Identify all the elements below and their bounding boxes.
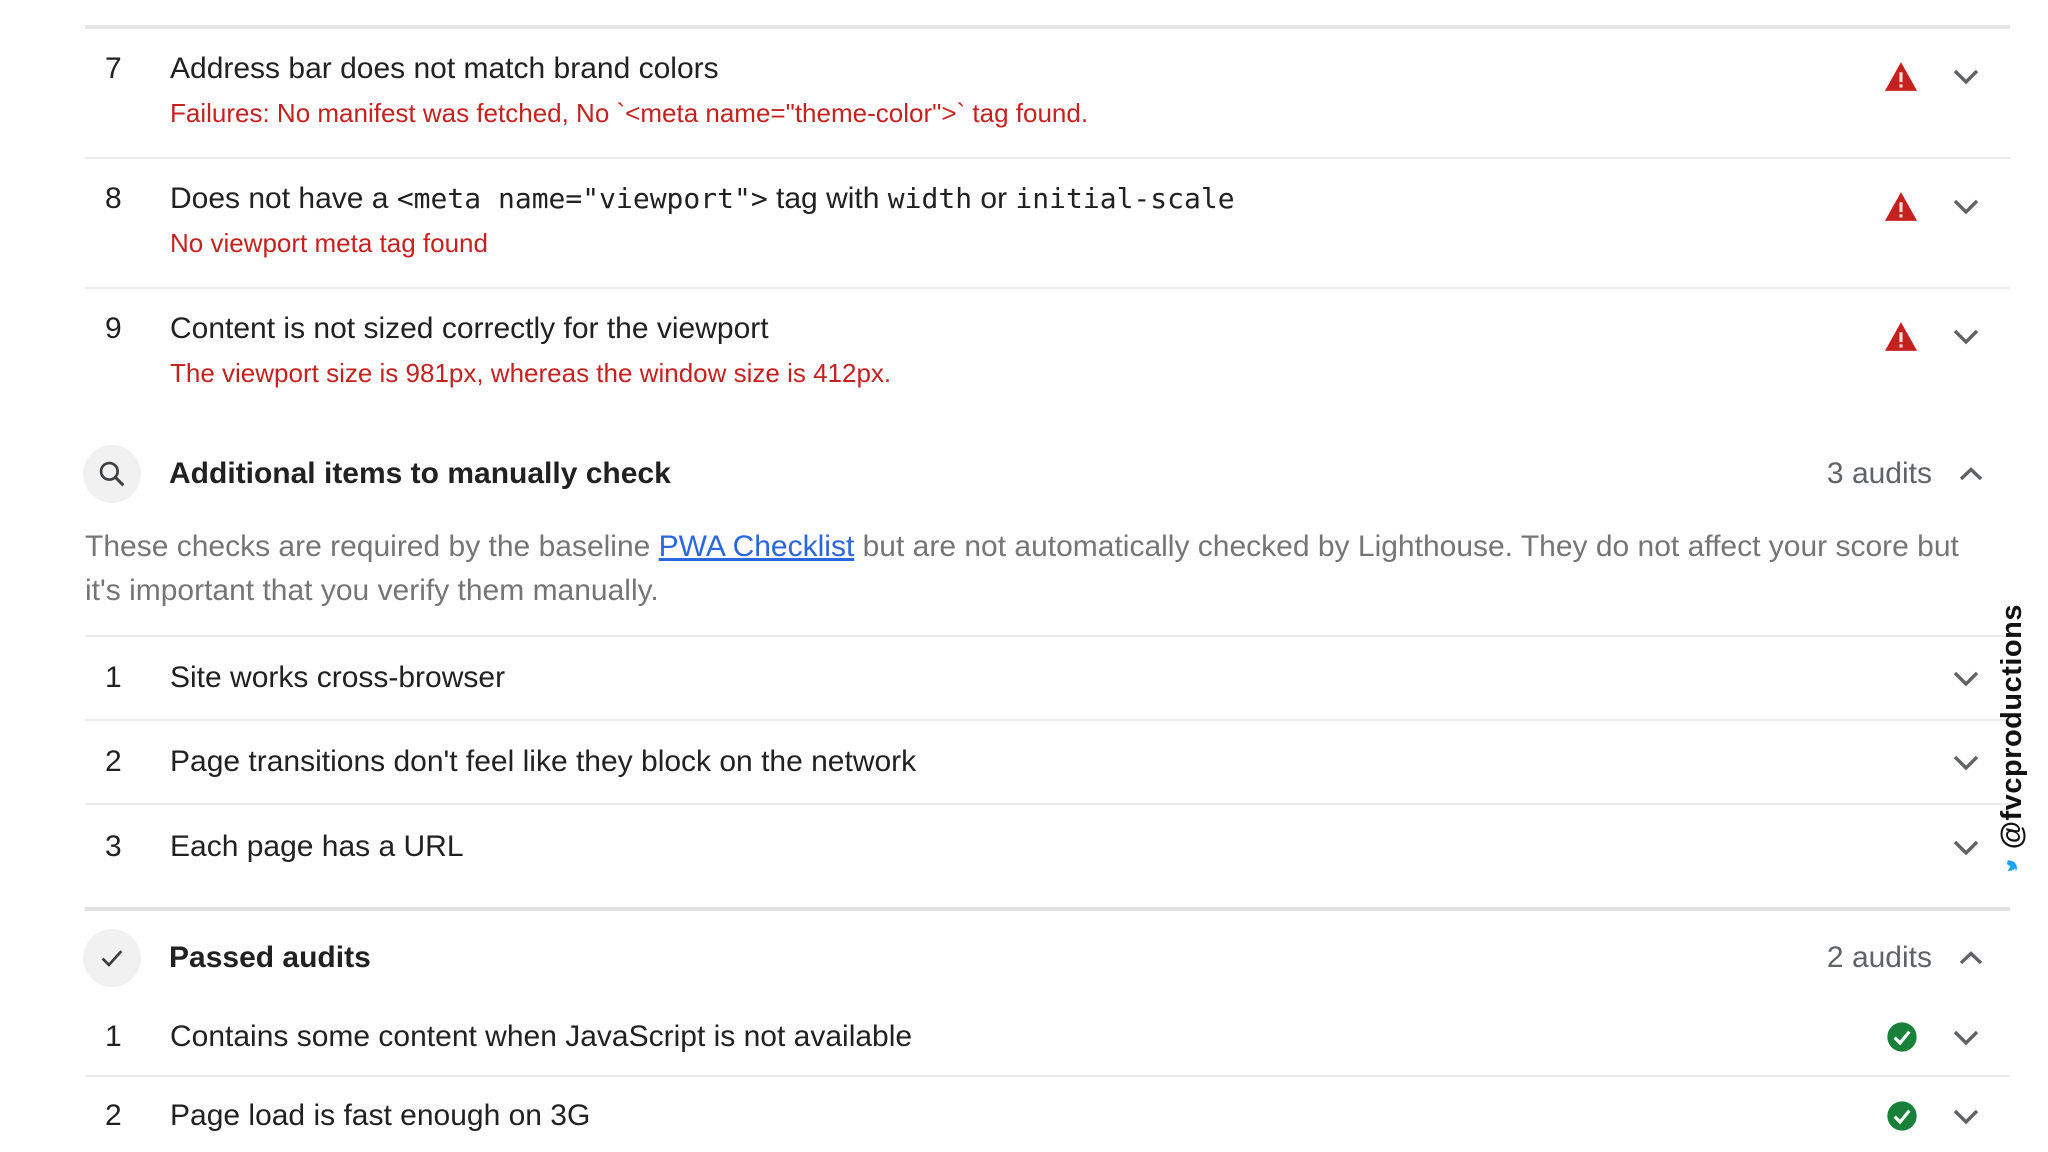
pass-check-icon bbox=[1887, 1022, 1917, 1052]
chevron-down-icon[interactable] bbox=[1952, 1029, 1980, 1046]
audit-number: 9 bbox=[105, 312, 122, 345]
audit-failure-text: No viewport meta tag found bbox=[170, 228, 488, 258]
manual-row-page-url[interactable]: 3 Each page has a URL bbox=[85, 805, 2010, 889]
watermark-handle: @fvcproductions bbox=[1995, 604, 2028, 850]
pwa-checklist-link[interactable]: PWA Checklist bbox=[658, 530, 855, 563]
section-title: Additional items to manually check bbox=[169, 457, 671, 490]
audit-number: 2 bbox=[105, 745, 122, 778]
audit-title: Each page has a URL bbox=[170, 830, 464, 863]
chevron-down-icon[interactable] bbox=[1952, 198, 1980, 215]
audit-title: Page transitions don't feel like they bl… bbox=[170, 745, 917, 778]
audit-row-viewport-meta[interactable]: 8 Does not have a <meta name="viewport">… bbox=[85, 159, 2010, 289]
audit-title: Does not have a <meta name="viewport"> t… bbox=[170, 182, 1235, 215]
chevron-down-icon[interactable] bbox=[1952, 1108, 1980, 1125]
report-content: 7 Address bar does not match brand color… bbox=[83, 0, 2010, 1152]
warning-icon bbox=[1884, 191, 1918, 221]
manual-section-header[interactable]: Additional items to manually check 3 aud… bbox=[83, 433, 2010, 515]
audit-row-address-bar[interactable]: 7 Address bar does not match brand color… bbox=[85, 29, 2010, 159]
manual-row-page-transitions[interactable]: 2 Page transitions don't feel like they … bbox=[85, 721, 2010, 805]
manual-row-cross-browser[interactable]: 1 Site works cross-browser bbox=[85, 637, 2010, 721]
divider bbox=[85, 907, 2010, 911]
chevron-down-icon[interactable] bbox=[1952, 754, 1980, 771]
passed-section-header[interactable]: Passed audits 2 audits bbox=[83, 917, 2010, 999]
audit-count: 3 audits bbox=[1826, 457, 1932, 490]
check-icon bbox=[101, 950, 123, 967]
manual-audit-list: 1 Site works cross-browser 2 Page transi… bbox=[85, 635, 2010, 889]
search-icon bbox=[99, 461, 125, 487]
audit-title: Address bar does not match brand colors bbox=[170, 52, 719, 85]
code-snippet: initial-scale bbox=[1015, 182, 1235, 215]
audit-title: Content is not sized correctly for the v… bbox=[170, 312, 769, 345]
audit-number: 8 bbox=[105, 182, 122, 215]
twitter-bird-icon bbox=[2007, 859, 2017, 872]
manual-section-description: These checks are required by the baselin… bbox=[85, 530, 1959, 607]
section-icon-circle bbox=[83, 445, 141, 503]
audit-title: Contains some content when JavaScript is… bbox=[170, 1020, 913, 1053]
audit-number: 3 bbox=[105, 830, 122, 863]
section-title: Passed audits bbox=[169, 941, 371, 974]
audit-number: 7 bbox=[105, 52, 122, 85]
audit-number: 1 bbox=[105, 1020, 122, 1053]
divider bbox=[85, 25, 2010, 29]
pass-check-icon bbox=[1887, 1101, 1917, 1131]
audit-count: 2 audits bbox=[1826, 941, 1932, 974]
section-icon-circle bbox=[83, 929, 141, 987]
audit-failure-text: Failures: No manifest was fetched, No `<… bbox=[170, 98, 1089, 128]
audit-row-content-sizing[interactable]: 9 Content is not sized correctly for the… bbox=[85, 289, 2010, 417]
passed-row-3g-load[interactable]: 2 Page load is fast enough on 3G bbox=[85, 1077, 2010, 1152]
audit-title: Site works cross-browser bbox=[170, 661, 506, 694]
chevron-up-icon[interactable] bbox=[1958, 950, 1984, 966]
chevron-up-icon[interactable] bbox=[1958, 466, 1984, 482]
code-snippet: width bbox=[887, 182, 973, 215]
warning-icon bbox=[1884, 61, 1918, 91]
audit-failure-text: The viewport size is 981px, whereas the … bbox=[170, 358, 892, 388]
chevron-down-icon[interactable] bbox=[1952, 68, 1980, 85]
audit-number: 1 bbox=[105, 661, 122, 694]
passed-row-noscript-content[interactable]: 1 Contains some content when JavaScript … bbox=[85, 999, 2010, 1077]
warning-icon bbox=[1884, 321, 1918, 351]
audit-title: Page load is fast enough on 3G bbox=[170, 1099, 591, 1132]
chevron-down-icon[interactable] bbox=[1952, 670, 1980, 687]
audit-number: 2 bbox=[105, 1099, 122, 1132]
code-snippet: <meta name="viewport"> bbox=[396, 182, 768, 215]
chevron-down-icon[interactable] bbox=[1952, 839, 1980, 856]
chevron-down-icon[interactable] bbox=[1952, 328, 1980, 345]
watermark: @fvcproductions bbox=[1987, 604, 2037, 872]
